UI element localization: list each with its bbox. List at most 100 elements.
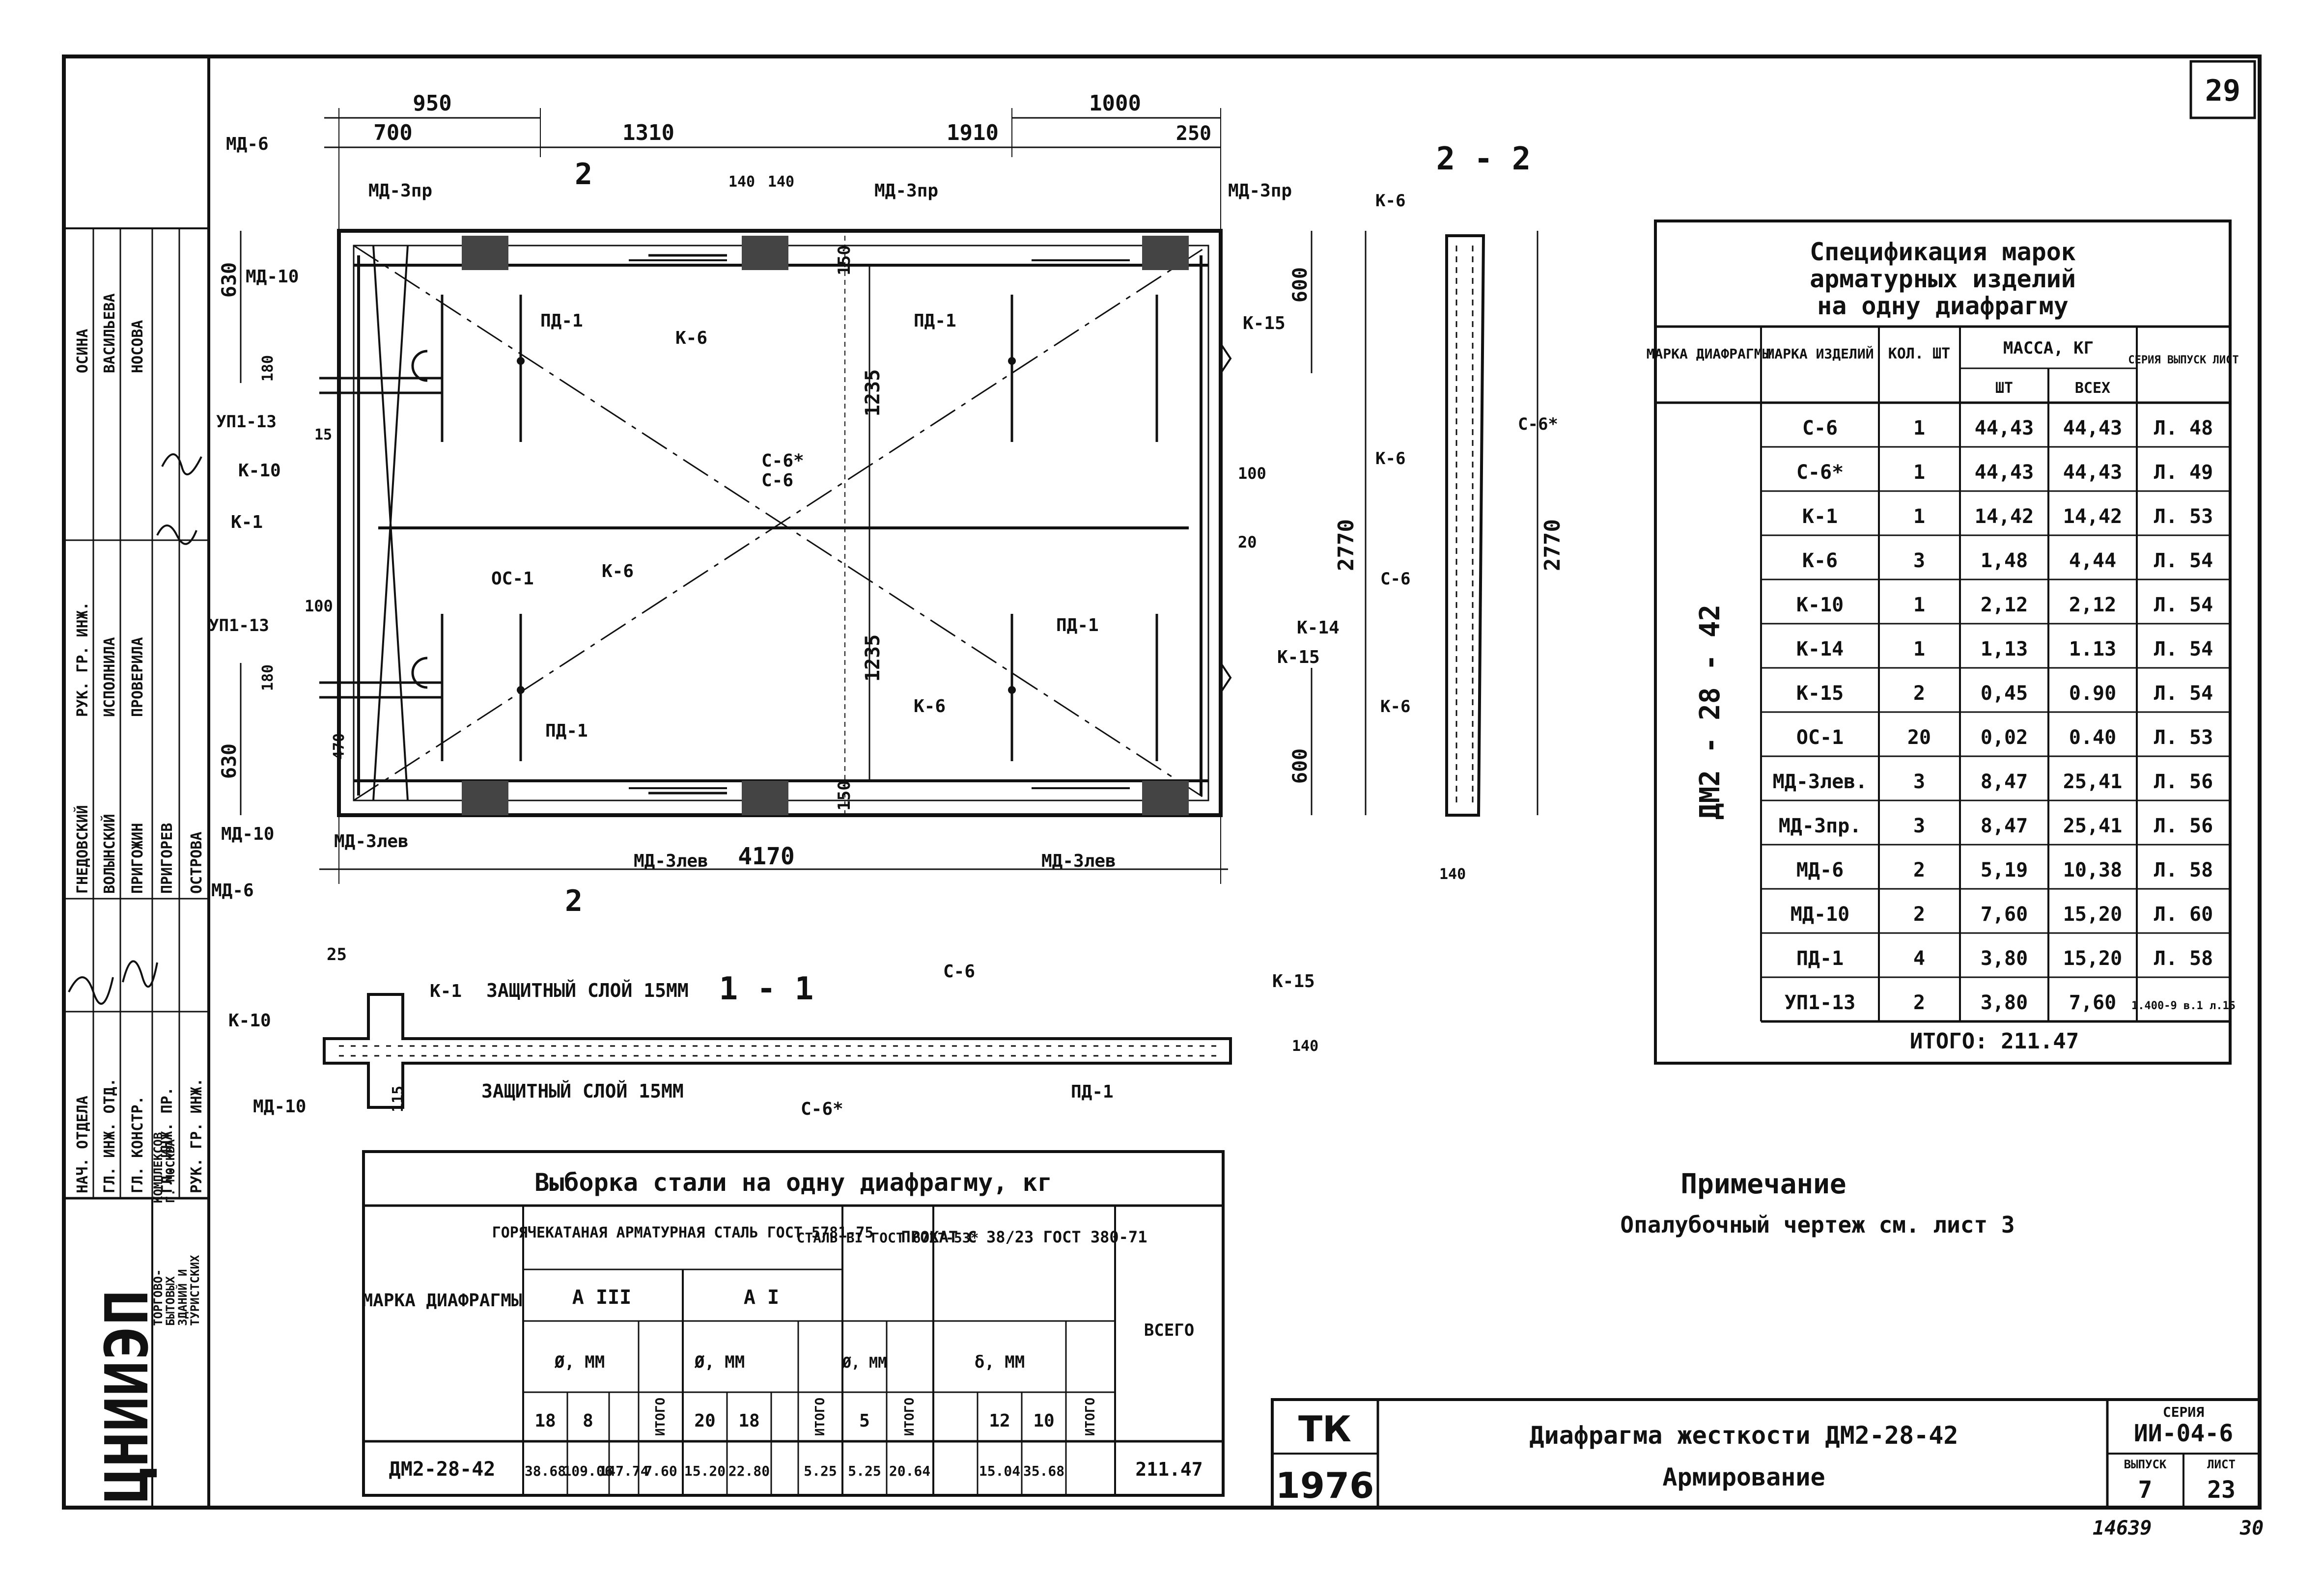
spec-header-mass-all: ВСЕХ [2075, 380, 2110, 397]
spec-cell-each: 44,43 [1975, 417, 2034, 440]
dim-2770-plan: 2770 [1334, 519, 1359, 571]
cut-mark-bottom: 2 [565, 884, 583, 918]
dim-1235-top: 1235 [862, 369, 884, 416]
spec-title-1: Спецификация марок [1810, 238, 2076, 266]
spec-cell-each: 5,19 [1981, 859, 2028, 881]
embedded-plate-md3 [742, 236, 788, 270]
dim-25: 25 [327, 945, 347, 964]
label-md6-top: МД-6 [226, 134, 269, 154]
dim-115: 115 [390, 1086, 407, 1112]
steel-group2: СТАЛЬ ВI ГОСТ 6727-53* [797, 1230, 979, 1246]
dim-4170: 4170 [738, 843, 795, 870]
spec-cell-qty: 3 [1913, 815, 1925, 837]
label-md10-bot: МД-10 [221, 824, 274, 844]
label-md3lev-3: МД-3лев [1041, 851, 1116, 871]
embedded-plate-md3 [462, 236, 508, 270]
steel-value: 5.25 [804, 1463, 837, 1479]
label-pd1-b: ПД-1 [914, 311, 956, 331]
dim-140a: 140 [728, 173, 755, 191]
series-value: ИИ-04-6 [2134, 1420, 2233, 1447]
dim-180-top: 180 [259, 355, 277, 382]
spec-cell-qty: 1 [1913, 505, 1925, 528]
spec-cell-ref: Л. 56 [2154, 815, 2213, 837]
spec-cell-ref: Л. 49 [2154, 461, 2213, 484]
dim-20: 20 [1238, 533, 1257, 551]
steel-phi-a1: Ø, ММ [694, 1352, 745, 1372]
section-1-1-title: 1 - 1 [719, 971, 814, 1007]
steel-diameter: 18 [534, 1411, 556, 1431]
steel-diameter: 5 [859, 1411, 870, 1431]
steel-phi-b1: Ø, ММ [842, 1354, 887, 1372]
spec-cell-ref: Л. 58 [2154, 859, 2213, 881]
steel-value: 22.80 [728, 1463, 770, 1479]
spec-header-mark-item: МАРКА ИЗДЕЛИЙ [1766, 345, 1874, 362]
steel-group1: ГОРЯЧЕКАТАНАЯ АРМАТУРНАЯ СТАЛЬ ГОСТ 5781… [492, 1224, 874, 1241]
label-up113-a: УП1-13 [216, 412, 277, 432]
spec-cell-all: 14,42 [2063, 505, 2122, 528]
org-line-1: ТОРГОВО- [151, 1269, 165, 1326]
label-k10-sec: К-10 [228, 1011, 271, 1031]
dim-1910: 1910 [947, 120, 999, 145]
label-c6-s: С-6 [1380, 569, 1410, 589]
spec-cell-qty: 2 [1913, 903, 1925, 926]
label-os1: ОС-1 [491, 569, 534, 589]
plan-dimensions: 950 700 1310 1910 1000 250 140 140 4170 … [218, 91, 1367, 918]
spec-cell-each: 3,80 [1981, 947, 2028, 970]
spec-cell-each: 8,47 [1981, 770, 2028, 793]
label-k10: К-10 [238, 461, 281, 481]
spec-header-series: СЕРИЯ ВЫПУСК ЛИСТ [2128, 354, 2238, 366]
spec-cell-all: 10,38 [2063, 859, 2122, 881]
spec-cell-each: 0,02 [1981, 726, 2028, 749]
spec-cell-item: МД-6 [1796, 859, 1844, 881]
spec-cell-qty: 4 [1913, 947, 1925, 970]
name2-1: ОСИНА [74, 329, 91, 373]
role2-2: ИСПОЛНИЛА [101, 637, 118, 717]
spec-cell-each: 2,12 [1981, 594, 2028, 616]
steel-a3: А III [572, 1286, 631, 1309]
label-k1: К-1 [231, 512, 263, 532]
steel-value: 5.25 [848, 1463, 881, 1479]
spec-cell-all: 0.40 [2069, 726, 2116, 749]
steel-row-mark: ДМ2-28-42 [389, 1458, 496, 1481]
spec-cell-item: МД-3лев. [1773, 770, 1868, 793]
section-2-2-title: 2 - 2 [1436, 141, 1531, 177]
sheet-value: 23 [2207, 1476, 2236, 1504]
spec-cell-qty: 3 [1913, 550, 1925, 572]
embedded-plate-md3 [1142, 236, 1189, 270]
drawing-title-2: Армирование [1662, 1463, 1825, 1491]
steel-value: 15.04 [979, 1463, 1020, 1479]
label-k15-top: К-15 [1243, 313, 1286, 333]
spec-cell-each: 8,47 [1981, 815, 2028, 837]
title-roles: НАЧ. ОТДЕЛА ГЛ. ИНЖ. ОТД. ГЛ. КОНСТР. ГЛ… [74, 293, 205, 1193]
steel-delta: δ, ММ [975, 1352, 1025, 1372]
spec-cell-ref: Л. 54 [2154, 594, 2213, 616]
section-1-1: 1 - 1 25 115 К-1 К-10 МД-10 ЗАЩИТНЫЙ СЛО… [228, 945, 1318, 1119]
label-c6-sec: С-6 [943, 962, 975, 982]
protective-layer-top: ЗАЩИТНЫЙ СЛОЙ 15ММ [486, 980, 689, 1001]
dim-630-top: 630 [218, 262, 241, 298]
sheet-label: ЛИСТ [2207, 1458, 2236, 1471]
label-pd1-d: ПД-1 [545, 721, 588, 741]
embedded-plate-md3 [462, 781, 508, 815]
year-label: 1976 [1276, 1465, 1374, 1506]
signature-scribble-2 [68, 960, 158, 1005]
spec-cell-qty: 20 [1907, 726, 1931, 749]
spec-cell-qty: 3 [1913, 770, 1925, 793]
title-box: ТК 1976 Диафрагма жесткости ДМ2-28-42 Ар… [1271, 1398, 2261, 1509]
protective-layer-bot: ЗАЩИТНЫЙ СЛОЙ 15ММ [481, 1080, 684, 1102]
section-2-2: 2 - 2 2770 К-6 К-6 С-6* С-6 К-6 140 [1375, 141, 1565, 883]
steel-value: 38.68 [525, 1463, 566, 1479]
spec-cell-item: К-1 [1802, 505, 1838, 528]
embedded-plate-md3 [742, 781, 788, 815]
role-5: РУК. ГР. ИНЖ. [188, 1078, 205, 1193]
spec-cell-item: К-6 [1802, 550, 1838, 572]
label-k6-s2: К-6 [1375, 449, 1405, 468]
spec-cell-item: МД-3пр. [1779, 815, 1862, 837]
label-k6-s1: К-6 [1375, 191, 1405, 211]
label-k6-b: К-6 [602, 561, 634, 581]
spec-cell-ref: Л. 48 [2154, 417, 2213, 440]
dim-950: 950 [413, 91, 451, 116]
spec-cell-all: 44,43 [2063, 461, 2122, 484]
dim-100-left: 100 [305, 597, 333, 615]
